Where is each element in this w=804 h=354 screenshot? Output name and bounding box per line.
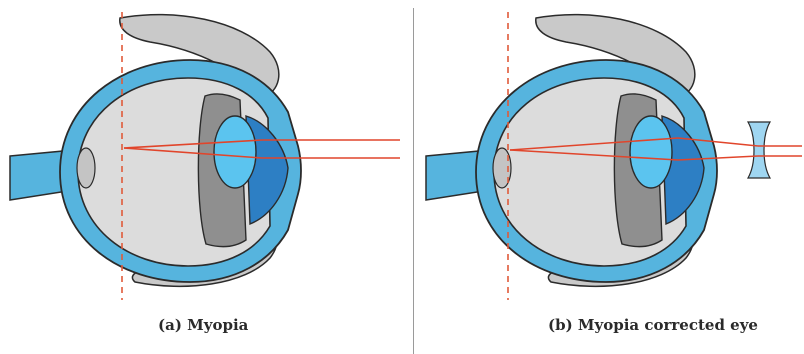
panel-myopia — [0, 0, 402, 354]
caption-myopia-corrected: (b) Myopia corrected eye — [548, 316, 758, 334]
myopia-eye-diagram — [0, 0, 402, 354]
crystalline-lens — [214, 116, 256, 188]
corrected-eye-diagram — [402, 0, 804, 354]
optic-disc — [77, 148, 95, 188]
caption-myopia: (a) Myopia — [158, 316, 248, 334]
crystalline-lens — [630, 116, 672, 188]
panel-myopia-corrected — [402, 0, 804, 354]
concave-lens — [748, 122, 770, 178]
